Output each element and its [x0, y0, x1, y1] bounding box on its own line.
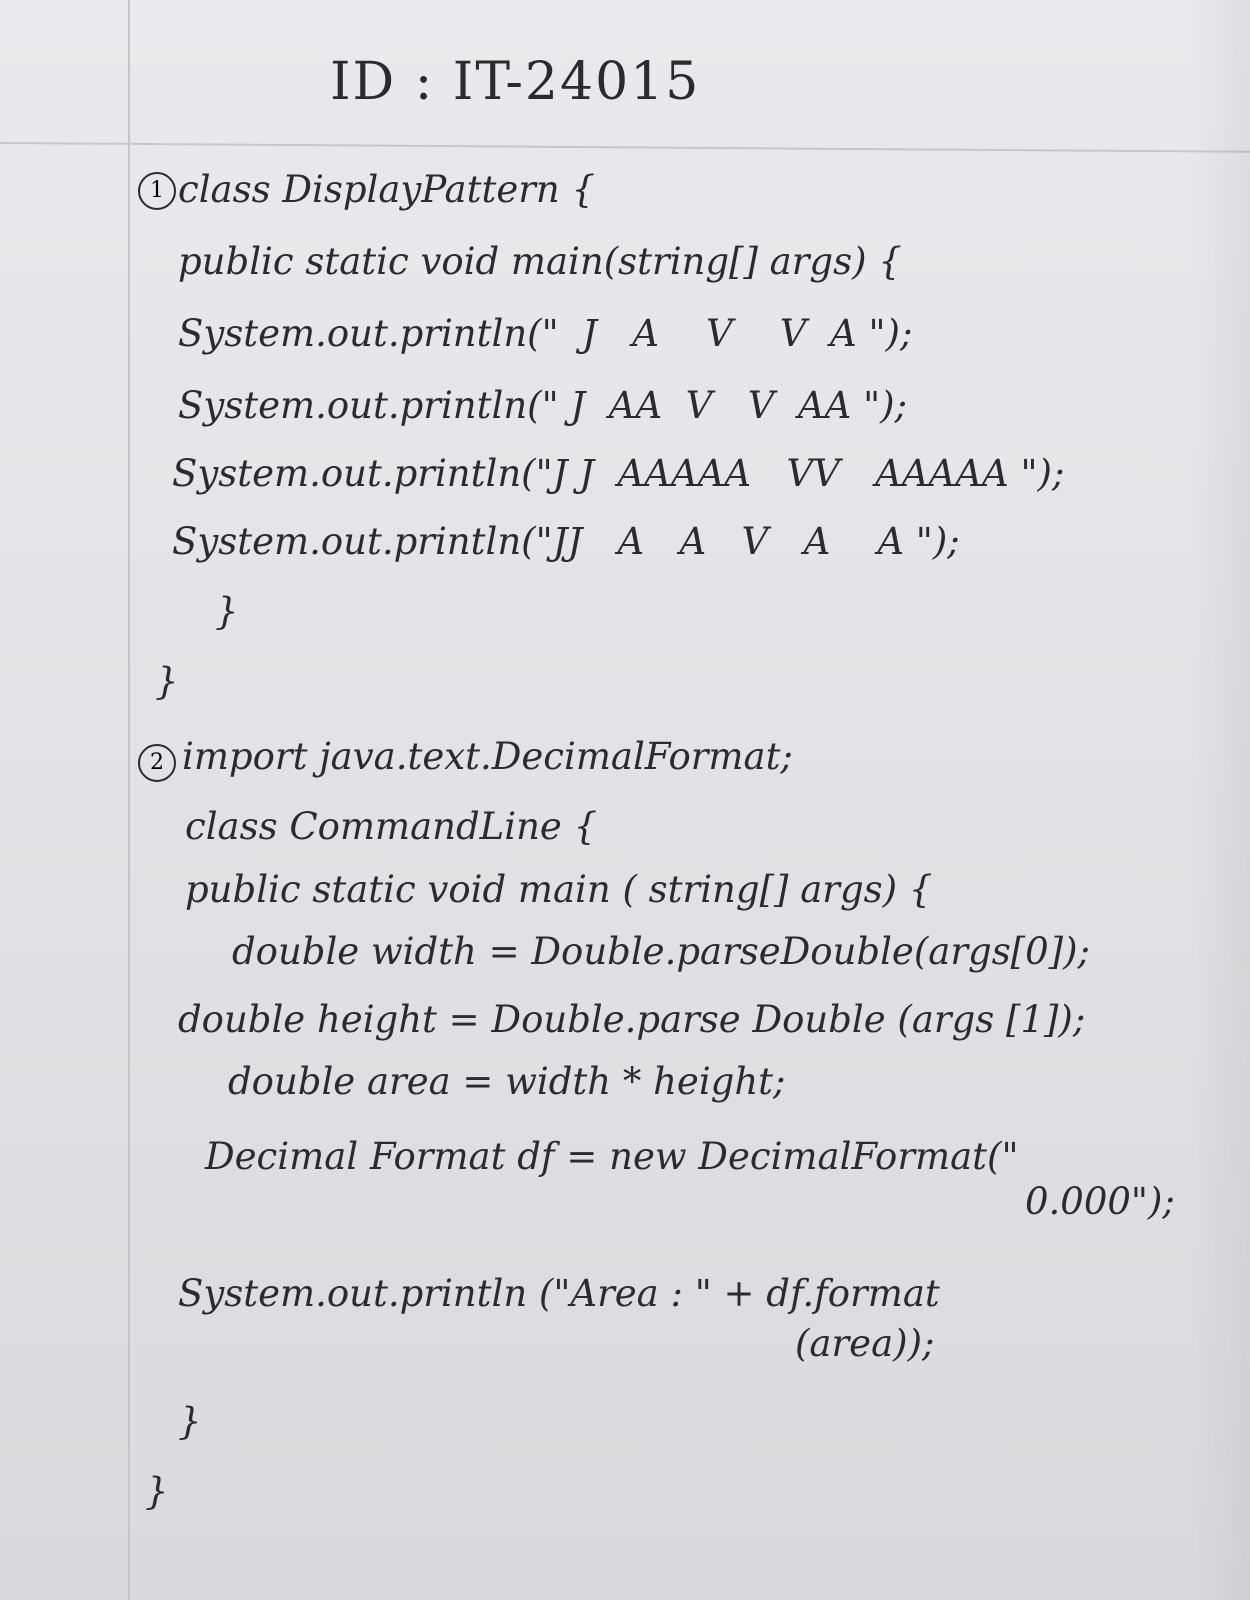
- page-shadow: [1190, 0, 1250, 1600]
- program-2-line: public static void main ( string[] args)…: [185, 868, 933, 911]
- program-1-line: class DisplayPattern {: [178, 168, 596, 211]
- program-1-line: System.out.println(" J AA V V AA ");: [178, 384, 908, 427]
- program-2-line: (area));: [795, 1322, 935, 1365]
- program-2-line: double width = Double.parseDouble(args[0…: [232, 930, 1090, 973]
- program-1-line: System.out.println("J J AAAAA VV AAAAA "…: [172, 452, 1065, 495]
- program-2-line: System.out.println ("Area : " + df.forma…: [178, 1272, 940, 1315]
- program-1-line: }: [155, 660, 179, 703]
- margin-line: [128, 0, 130, 1600]
- program-1-line: public static void main(string[] args) {: [178, 240, 902, 283]
- program-2-line: Decimal Format df = new DecimalFormat(": [205, 1135, 1019, 1178]
- header-rule: [0, 142, 1250, 153]
- program-2-line: import java.text.DecimalFormat;: [182, 735, 793, 778]
- program-1-line: System.out.println("JJ A A V A A ");: [172, 520, 960, 563]
- program-2-line: }: [145, 1470, 169, 1513]
- program-2-line: }: [178, 1400, 202, 1443]
- student-id: ID : IT-24015: [330, 52, 701, 112]
- program-1-number: 1: [138, 172, 176, 210]
- program-2-line: class CommandLine {: [185, 805, 598, 848]
- program-2-line: 0.000");: [1025, 1180, 1175, 1223]
- program-2-line: double height = Double.parse Double (arg…: [178, 998, 1086, 1041]
- program-1-line: System.out.println(" J A V V A ");: [178, 312, 913, 355]
- program-2-number: 2: [138, 744, 176, 782]
- program-2-line: double area = width * height;: [228, 1060, 786, 1103]
- program-1-line: }: [215, 590, 239, 633]
